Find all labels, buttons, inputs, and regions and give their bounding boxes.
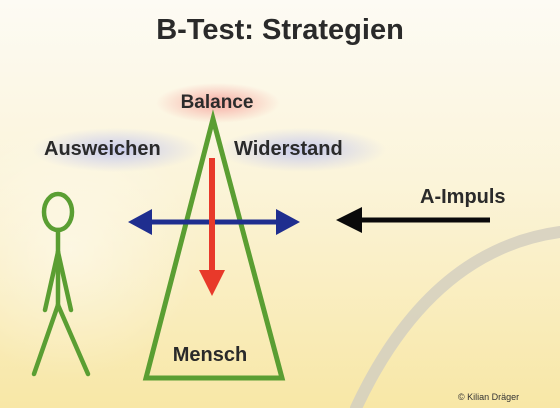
slide-title: B-Test: Strategien [156,14,404,46]
stick-figure-icon [31,191,91,377]
balance-label: Balance [180,92,254,113]
widerstand-label: Widerstand [234,138,343,160]
mensch-label: Mensch [172,344,248,366]
balance-glow [156,83,280,123]
ausweichen-label: Ausweichen [44,138,161,160]
impulse-arrow-icon [336,207,490,233]
ausweichen-glow [32,128,200,172]
balance-arrow-icon [199,158,225,296]
a-impuls-label: A-Impuls [420,186,506,208]
balance-triangle [142,109,286,381]
background-arc [350,226,560,408]
copyright-notice: © Kilian Dräger [458,392,520,402]
widerstand-glow [218,128,386,172]
